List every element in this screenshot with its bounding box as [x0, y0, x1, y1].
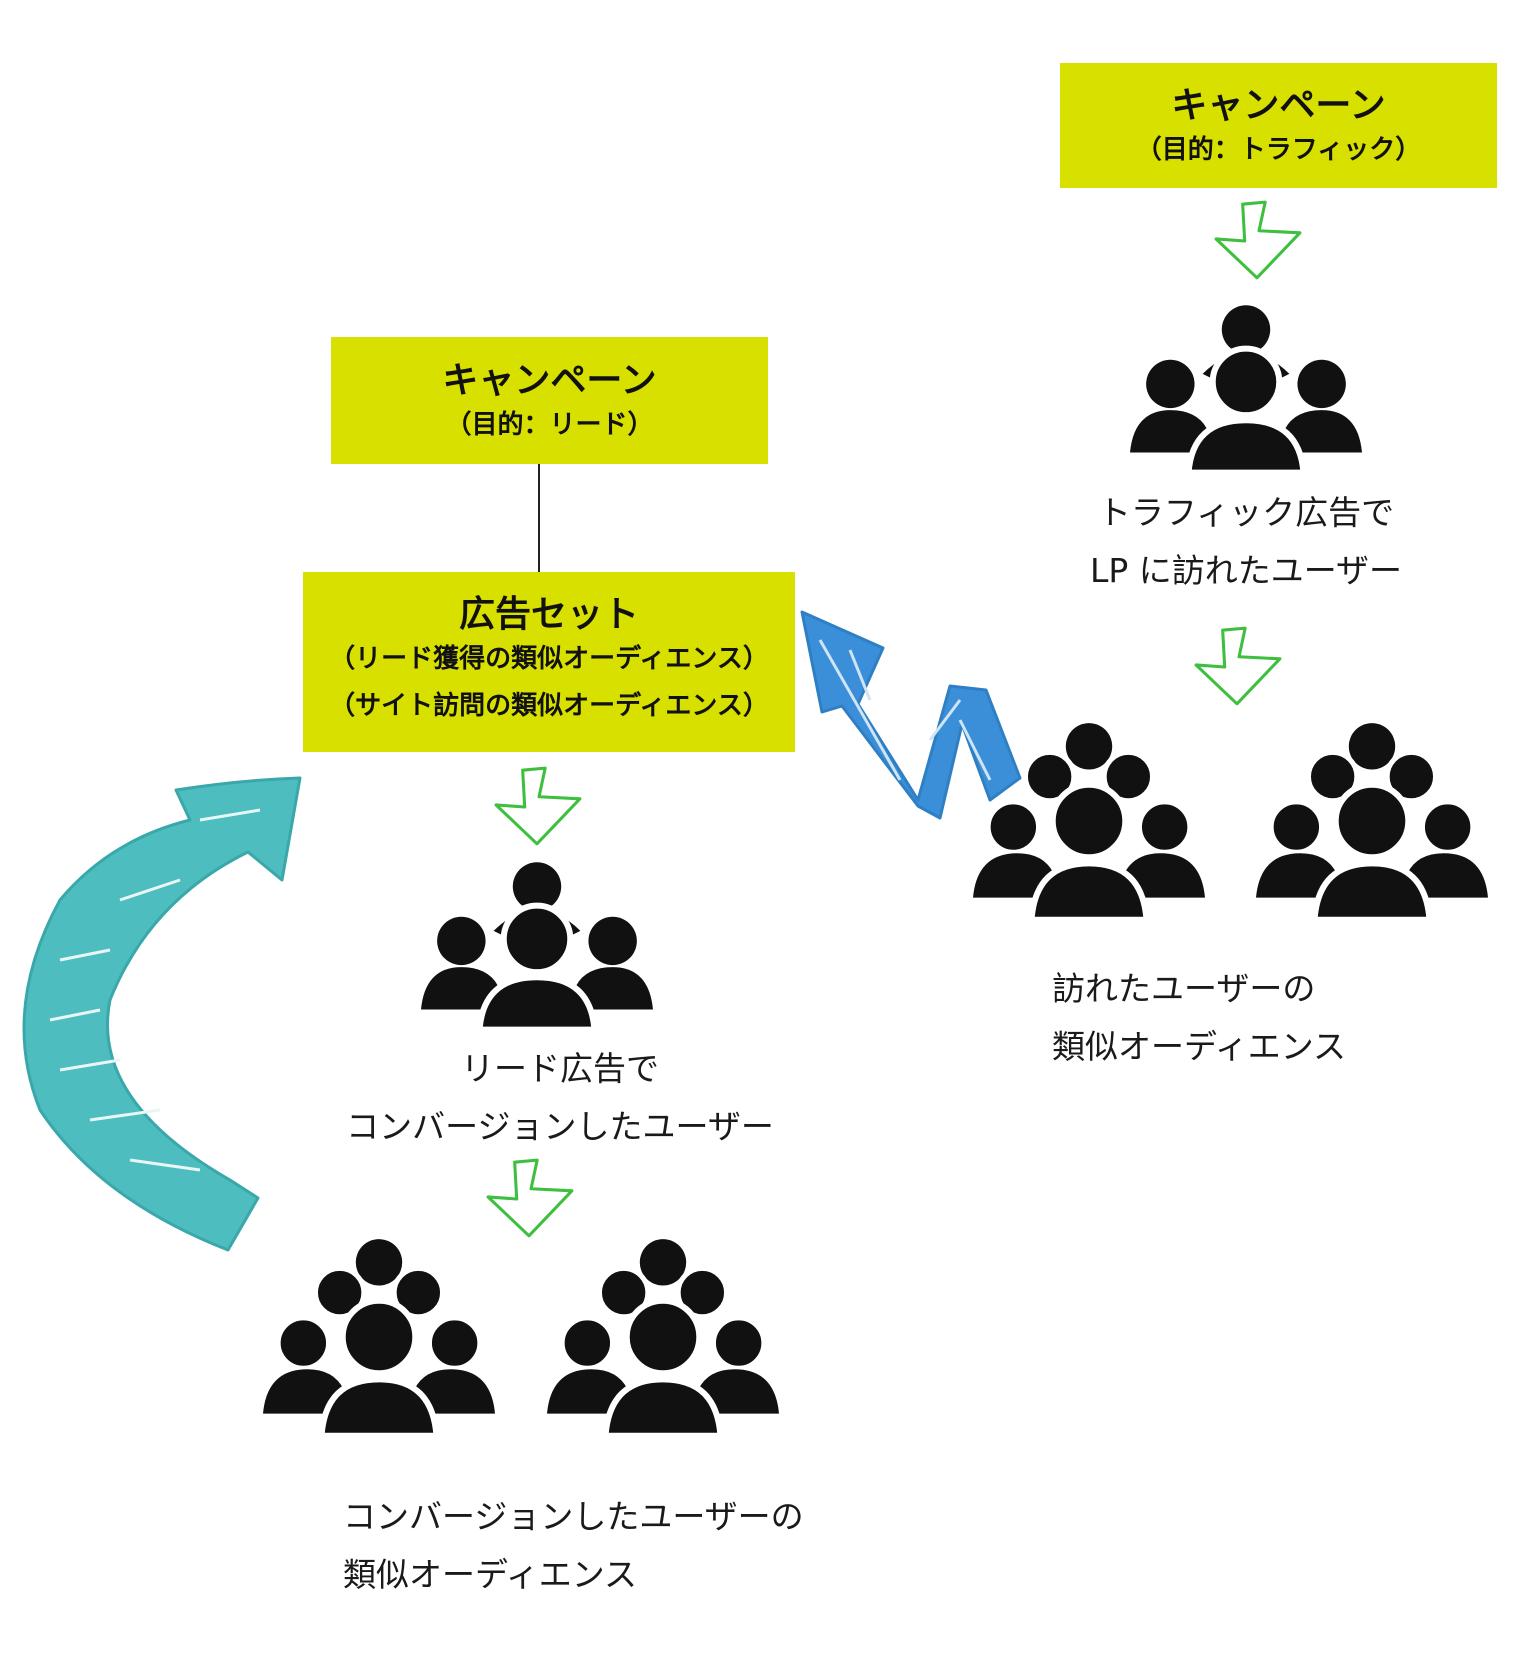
converted-lookalike-line1: コンバージョンしたユーザーの [343, 1497, 804, 1536]
people-crowd-icon [1256, 722, 1488, 924]
visited-lookalike-caption: 訪れたユーザーの 類似オーディエンス [1052, 960, 1346, 1076]
ad-set-box: 広告セット （リード獲得の類似オーディエンス） （サイト訪問の類似オーディエンス… [303, 572, 795, 752]
people-crowd-icon [263, 1238, 495, 1440]
campaign-traffic-objective: （目的：トラフィック） [1135, 134, 1422, 165]
ad-set-title: 広告セット [458, 594, 639, 635]
lead-users-caption: リード広告で コンバージョンしたユーザー [300, 1040, 820, 1156]
down-arrow-icon [1212, 200, 1304, 282]
campaign-lead-objective: （目的：リード） [445, 409, 654, 440]
lead-users-line2: コンバージョンしたユーザー [346, 1107, 774, 1146]
campaign-lead-box: キャンペーン （目的：リード） [331, 337, 768, 464]
campaign-traffic-box: キャンペーン （目的：トラフィック） [1060, 63, 1497, 188]
teal-curved-arrow [22, 776, 302, 1252]
down-arrow-icon [1192, 626, 1284, 708]
down-arrow-icon [492, 766, 584, 848]
campaign-lead-title: キャンペーン [442, 359, 657, 401]
lead-users-line1: リード広告で [461, 1049, 659, 1088]
ad-set-line2: （サイト訪問の類似オーディエンス） [329, 691, 769, 721]
converted-lookalike-line2: 類似オーディエンス [343, 1555, 638, 1594]
traffic-users-line2: LP に訪れたユーザー [1089, 551, 1403, 590]
down-arrow-icon [484, 1158, 576, 1240]
blue-zigzag-arrow [800, 610, 1022, 820]
campaign-traffic-title: キャンペーン [1171, 84, 1386, 126]
people-crowd-icon [973, 722, 1205, 924]
ad-set-line1: （リード獲得の類似オーディエンス） [329, 644, 769, 674]
people-group-icon [421, 862, 653, 1034]
converted-lookalike-caption: コンバージョンしたユーザーの 類似オーディエンス [343, 1488, 804, 1604]
visited-lookalike-line2: 類似オーディエンス [1052, 1027, 1347, 1066]
people-group-icon [1130, 305, 1362, 477]
traffic-users-line1: トラフィック広告で [1097, 493, 1395, 532]
visited-lookalike-line1: 訪れたユーザーの [1052, 969, 1316, 1008]
traffic-users-caption: トラフィック広告で LP に訪れたユーザー [1046, 484, 1446, 600]
people-crowd-icon [547, 1238, 779, 1440]
